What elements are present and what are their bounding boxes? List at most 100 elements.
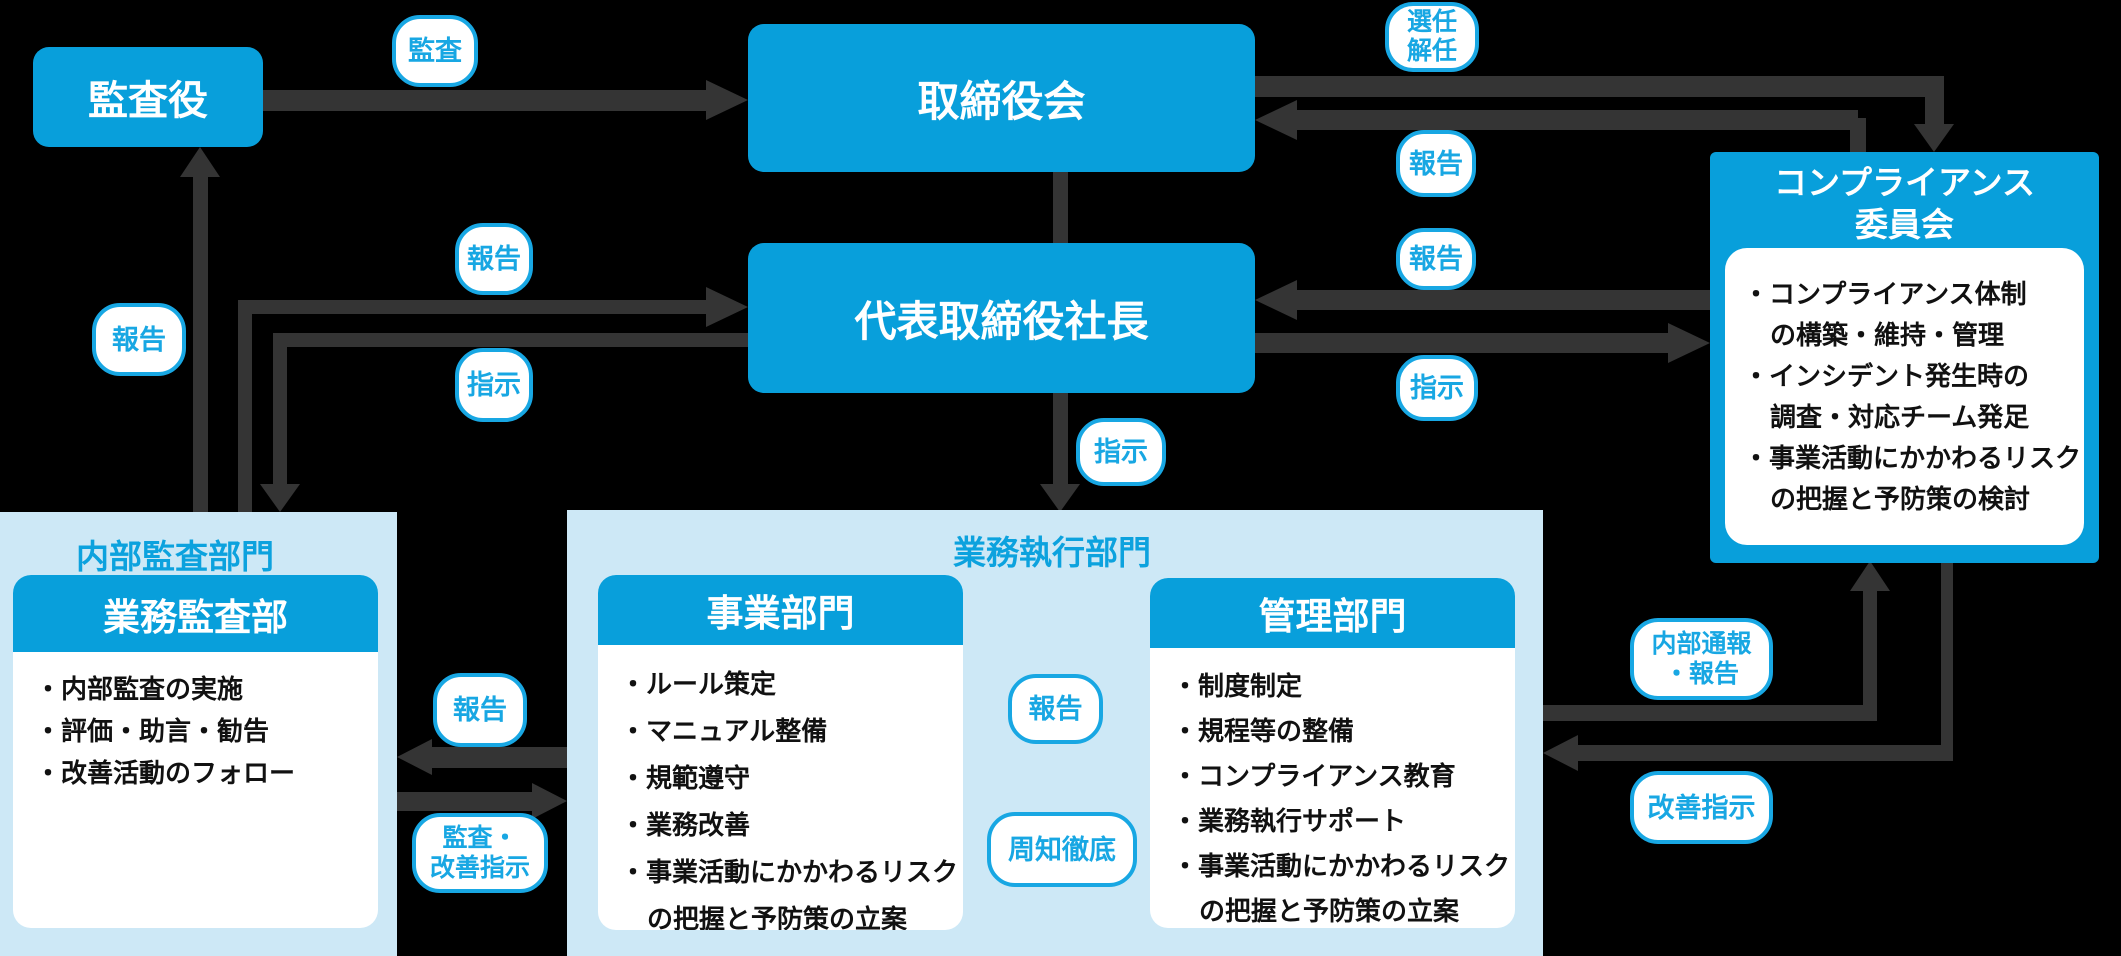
- arrow-appoint-head: [1914, 124, 1954, 152]
- list-item: の把握と予防策の立案: [1199, 896, 1460, 926]
- arrow-whistleblow-head: [1850, 561, 1890, 591]
- pill-label: 報告: [1409, 148, 1463, 179]
- list-item: ・評価・助言・勧告: [35, 716, 270, 746]
- pill-appoint-dismiss: 選任 解任: [1385, 2, 1479, 72]
- pill-label: 指示: [1094, 437, 1148, 467]
- pill-label: 指示: [1410, 373, 1464, 403]
- arrow-whistleblow-shaft-v: [1863, 591, 1877, 713]
- arrow-improve-instruct-shaft-v: [1941, 563, 1953, 761]
- pill-report-to-president-right: 報告: [1396, 228, 1476, 290]
- pill-label-line2: 改善指示: [429, 854, 530, 882]
- admin-dept-items: ・制度制定 ・規程等の整備 ・コンプライアンス教育 ・業務執行サポート ・事業活…: [1150, 648, 1515, 928]
- president-label: 代表取締役社長: [854, 297, 1149, 345]
- arrow-report-president-shaft: [1297, 290, 1710, 310]
- arrow-instruct-execution-head: [1040, 484, 1080, 512]
- auditor-box: 監査役: [33, 47, 263, 147]
- list-item: 調査・対応チーム発足: [1770, 402, 2030, 432]
- arrow-audit-improve-shaft: [397, 792, 532, 811]
- arrow-report-auditor-head: [180, 147, 220, 177]
- arrow-instruct-committee-head: [1668, 323, 1710, 363]
- audit-dept-box: 業務監査部 ・内部監査の実施 ・評価・助言・勧告 ・改善活動のフォロー: [13, 575, 378, 928]
- arrow-report-gap-left-head: [397, 739, 432, 775]
- arrow-audit-improve-head: [532, 783, 567, 819]
- arrow-improve-instruct-head: [1543, 735, 1578, 771]
- pill-report-center-gap: 報告: [1008, 674, 1103, 744]
- committee-title-line1: コンプライアンス: [1773, 164, 2036, 201]
- pill-report-to-president-left: 報告: [455, 223, 533, 295]
- list-item: ・業務執行サポート: [1172, 806, 1407, 836]
- business-dept-items: ・ルール策定 ・マニュアル整備 ・規範遵守 ・業務改善 ・事業活動にかかわるリス…: [598, 645, 963, 930]
- pill-label: 報告: [1028, 694, 1083, 724]
- arrow-report-gap-left-shaft: [430, 747, 567, 768]
- list-item: ・コンプライアンス教育: [1172, 761, 1456, 791]
- arrow-report-president-left-shaft-h: [238, 300, 708, 314]
- arrow-report-auditor-shaft: [193, 175, 208, 512]
- list-item: ・業務改善: [620, 810, 751, 840]
- arrow-report-president-left-shaft-v: [238, 305, 252, 512]
- arrow-instruct-internal-head: [260, 484, 300, 512]
- pill-audit: 監査: [392, 15, 478, 87]
- list-item: ・事業活動にかかわるリスク: [1743, 443, 2082, 473]
- president-box: 代表取締役社長: [748, 243, 1255, 393]
- business-dept-box: 事業部門 ・ルール策定 ・マニュアル整備 ・規範遵守 ・業務改善 ・事業活動にか…: [598, 575, 963, 930]
- admin-dept-title: 管理部門: [1258, 596, 1407, 637]
- arrow-appoint-shaft-h: [1255, 76, 1935, 97]
- pill-label-line2: 解任: [1406, 37, 1457, 65]
- business-dept-header: 事業部門: [598, 575, 963, 645]
- list-item: ・事業活動にかかわるリスク: [620, 857, 959, 887]
- audit-dept-header: 業務監査部: [13, 575, 378, 652]
- arrow-instruct-internal-shaft-h: [273, 333, 748, 347]
- board-label: 取締役会: [917, 77, 1086, 125]
- list-item: ・規範遵守: [620, 763, 751, 793]
- pill-report-internal-gap: 報告: [433, 673, 527, 747]
- pill-label: 報告: [112, 324, 166, 355]
- list-item: の構築・維持・管理: [1770, 320, 2005, 350]
- admin-dept-box: 管理部門 ・制度制定 ・規程等の整備 ・コンプライアンス教育 ・業務執行サポート…: [1150, 578, 1515, 928]
- pill-label: 報告: [1409, 244, 1463, 274]
- internal-audit-container: 内部監査部門 業務監査部 ・内部監査の実施 ・評価・助言・勧告 ・改善活動のフォ…: [0, 512, 397, 956]
- arrow-instruct-execution-shaft: [1053, 393, 1068, 484]
- pill-disseminate: 周知徹底: [987, 812, 1137, 887]
- arrow-instruct-internal-shaft-v: [273, 333, 287, 484]
- list-item: ・規程等の整備: [1172, 716, 1355, 746]
- pill-label-line2: ・報告: [1663, 660, 1739, 688]
- pill-label: 指示: [467, 370, 521, 400]
- pill-label: 監査: [408, 36, 462, 66]
- execution-container-label: 業務執行部門: [953, 534, 1151, 571]
- pill-audit-improve-instruction: 監査・ 改善指示: [412, 813, 548, 893]
- list-item: ・コンプライアンス体制: [1743, 279, 2027, 309]
- pill-report-to-board: 報告: [1396, 130, 1476, 197]
- pill-label-line1: 内部通報: [1651, 630, 1752, 658]
- list-item: ・制度制定: [1172, 671, 1303, 701]
- committee-items: ・コンプライアンス体制 の構築・維持・管理 ・インシデント発生時の 調査・対応チ…: [1725, 248, 2084, 520]
- arrow-whistleblow-shaft-h: [1543, 705, 1877, 721]
- pill-instruct-execution: 指示: [1076, 418, 1166, 486]
- arrow-appoint-shaft-v: [1925, 76, 1944, 124]
- audit-dept-items: ・内部監査の実施 ・評価・助言・勧告 ・改善活動のフォロー: [13, 652, 378, 794]
- pill-report-to-auditor: 報告: [92, 303, 186, 376]
- arrow-report-board-shaft-h: [1297, 110, 1858, 130]
- list-item: ・事業活動にかかわるリスク: [1172, 851, 1511, 881]
- pill-label: 報告: [453, 695, 507, 725]
- committee-title: コンプライアンス 委員会: [1710, 162, 2099, 246]
- list-item: の把握と予防策の立案: [647, 904, 908, 930]
- list-item: ・マニュアル整備: [620, 716, 828, 746]
- committee-title-line2: 委員会: [1855, 206, 1954, 243]
- pill-label: 改善指示: [1647, 792, 1756, 823]
- arrow-audit-head: [706, 80, 748, 120]
- list-item: ・内部監査の実施: [35, 674, 244, 704]
- business-dept-title: 事業部門: [706, 593, 855, 634]
- list-item: ・インシデント発生時の: [1743, 361, 2030, 391]
- pill-improvement-instruction: 改善指示: [1630, 771, 1773, 844]
- list-item: ・ルール策定: [620, 669, 777, 699]
- admin-dept-header: 管理部門: [1150, 578, 1515, 648]
- audit-dept-title: 業務監査部: [103, 596, 288, 638]
- board-of-directors-box: 取締役会: [748, 24, 1255, 172]
- pill-label-line1: 監査・: [442, 824, 518, 852]
- pill-label-line1: 選任: [1406, 8, 1457, 36]
- internal-audit-container-label: 内部監査部門: [76, 538, 274, 575]
- arrow-report-board-head: [1255, 100, 1297, 140]
- arrow-improve-instruct-shaft-h: [1577, 745, 1953, 761]
- arrow-audit-shaft: [263, 90, 708, 111]
- committee-panel: ・コンプライアンス体制 の構築・維持・管理 ・インシデント発生時の 調査・対応チ…: [1725, 248, 2084, 545]
